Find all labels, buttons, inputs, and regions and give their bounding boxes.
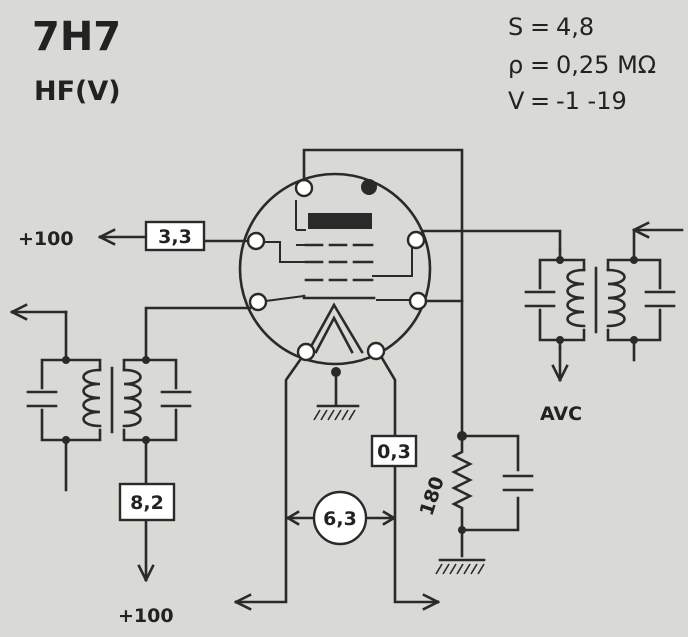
grid-resistor-label: 0,3: [377, 441, 411, 463]
param-symbol-s: S: [508, 13, 523, 41]
anode-supply-label: +100: [118, 605, 174, 627]
input-secondary-coil-icon: [606, 268, 626, 328]
parameter-list: S = 4,8 ρ = 0,25 MΩ V = -1 -19: [508, 13, 656, 115]
cathode-resistor: [451, 434, 473, 558]
secondary-coil-icon: [122, 368, 142, 428]
top-bus-wire: [302, 148, 464, 434]
grid-resistor-box: [370, 434, 418, 468]
input-primary-coil-icon: [566, 268, 586, 328]
output-transformer: [10, 303, 192, 582]
arrow-down-icon: [137, 564, 155, 582]
anode-wire: [144, 306, 252, 362]
pin-screen: [246, 231, 266, 251]
screen-resistor-box: [144, 220, 206, 252]
heater-voltage-circle: [312, 490, 368, 546]
heater-right-wire: [380, 356, 440, 604]
input-transformer: [524, 221, 684, 382]
anode-electrode: [308, 213, 372, 229]
heater-voltage-label: 6,3: [323, 508, 357, 530]
arrow-left-icon-input: [632, 221, 650, 239]
tube-symbol: [238, 172, 432, 366]
heater-left-wire: [234, 358, 302, 604]
pin-grid: [406, 230, 426, 250]
param-eq-s: =: [530, 13, 550, 41]
tube-type: 7H7: [32, 14, 121, 60]
pin-key: [361, 179, 377, 195]
screen-resistor-label: 3,3: [158, 226, 192, 248]
pin-heater-right: [366, 341, 386, 361]
anode-resistor-label: 8,2: [130, 492, 164, 514]
arrow-left-icon: [98, 228, 116, 246]
double-arrow-icon: [286, 510, 396, 526]
cathode-resistor-label: 180: [416, 474, 449, 519]
pin-top-left: [294, 178, 314, 198]
param-value-rho: 0,25 MΩ: [556, 51, 656, 79]
pin-anode: [248, 292, 268, 312]
param-eq-v: =: [530, 87, 550, 115]
grid-wire: [422, 229, 562, 252]
pin-heater-left: [296, 342, 316, 362]
tube-function: HF(V): [34, 76, 121, 107]
arrow-left-icon-output: [10, 303, 28, 321]
tube-envelope: [238, 172, 432, 366]
cathode-electrode: [302, 294, 376, 300]
screen-supply-wire: [98, 235, 250, 243]
param-value-v: -1 -19: [556, 87, 627, 115]
param-symbol-rho: ρ: [508, 51, 523, 79]
avc-label: AVC: [540, 403, 582, 425]
param-symbol-v: V: [508, 87, 525, 115]
screen-supply-label: +100: [18, 228, 74, 250]
arrow-right-icon-heater: [422, 593, 440, 611]
arrow-left-icon-heater: [234, 593, 252, 611]
param-value-s: 4,8: [556, 13, 594, 41]
anode-resistor-box: [118, 482, 176, 522]
heater-filament: [306, 302, 364, 354]
arrow-down-icon-avc: [551, 364, 569, 382]
cathode-bypass-wire: [460, 434, 520, 532]
param-eq-rho: =: [530, 51, 550, 79]
primary-coil-icon: [82, 368, 102, 428]
pin-cathode: [408, 291, 428, 311]
